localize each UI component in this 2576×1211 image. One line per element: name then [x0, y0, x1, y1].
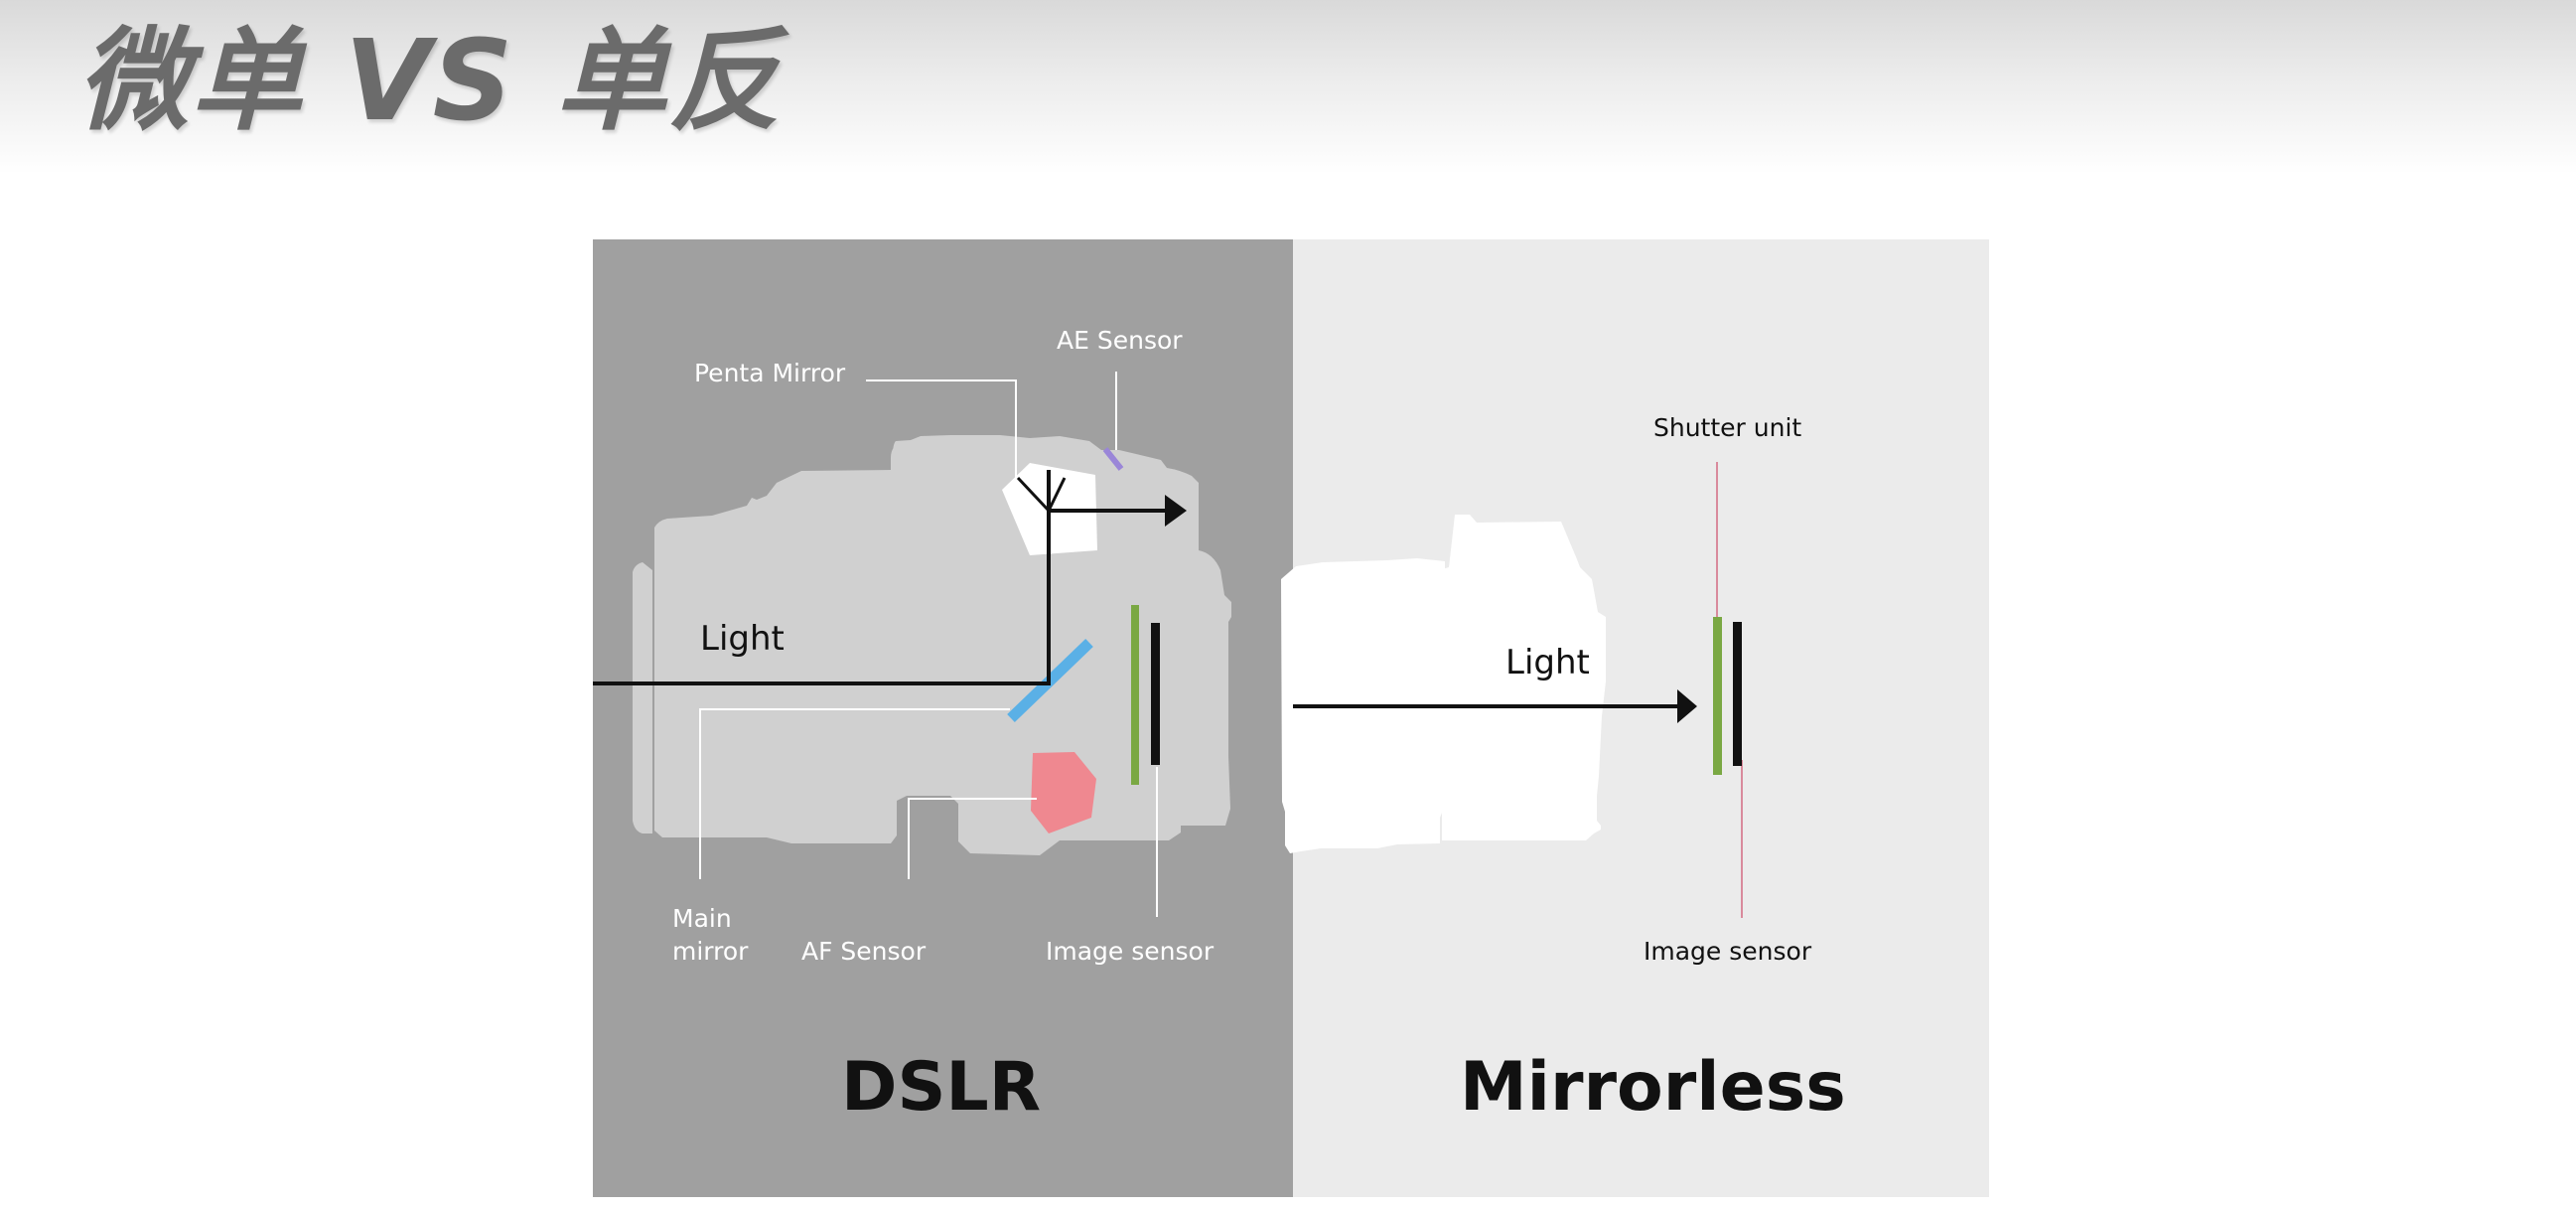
dslr-shutter-bar [1131, 605, 1139, 785]
label-af-sensor: AF Sensor [801, 937, 927, 966]
mirrorless-heading: Mirrorless [1460, 1048, 1846, 1127]
dslr-heading: DSLR [841, 1048, 1041, 1127]
label-main-mirror-line2: mirror [672, 937, 749, 966]
mirrorless-image-sensor-bar [1733, 622, 1742, 766]
ae-sensor-icon [1102, 447, 1124, 471]
camera-comparison-diagram: Penta Mirror AE Sensor Light Main mirror… [593, 239, 1989, 1197]
mirrorless-shutter-bar [1713, 617, 1722, 775]
label-shutter-unit: Shutter unit [1653, 413, 1801, 442]
dslr-image-sensor-bar [1151, 623, 1160, 765]
mirrorless-light-label: Light [1505, 643, 1590, 682]
label-ae-sensor: AE Sensor [1057, 326, 1183, 355]
label-dslr-image-sensor: Image sensor [1046, 937, 1215, 966]
label-penta-mirror: Penta Mirror [694, 359, 846, 387]
diagram-svg: Penta Mirror AE Sensor Light Main mirror… [593, 239, 1989, 1197]
af-sensor-icon [1031, 752, 1096, 833]
dslr-light-label: Light [700, 619, 785, 659]
label-main-mirror-line1: Main [672, 904, 732, 933]
dslr-light-path [593, 470, 1187, 685]
label-mirrorless-image-sensor: Image sensor [1644, 937, 1812, 966]
page-title: 微单 VS 单反 [77, 17, 783, 146]
mirrorless-camera-body [1281, 515, 1606, 853]
mirrorless-light-path [1293, 689, 1697, 723]
header-band [0, 0, 2576, 174]
dslr-leader-lines [699, 372, 1158, 917]
